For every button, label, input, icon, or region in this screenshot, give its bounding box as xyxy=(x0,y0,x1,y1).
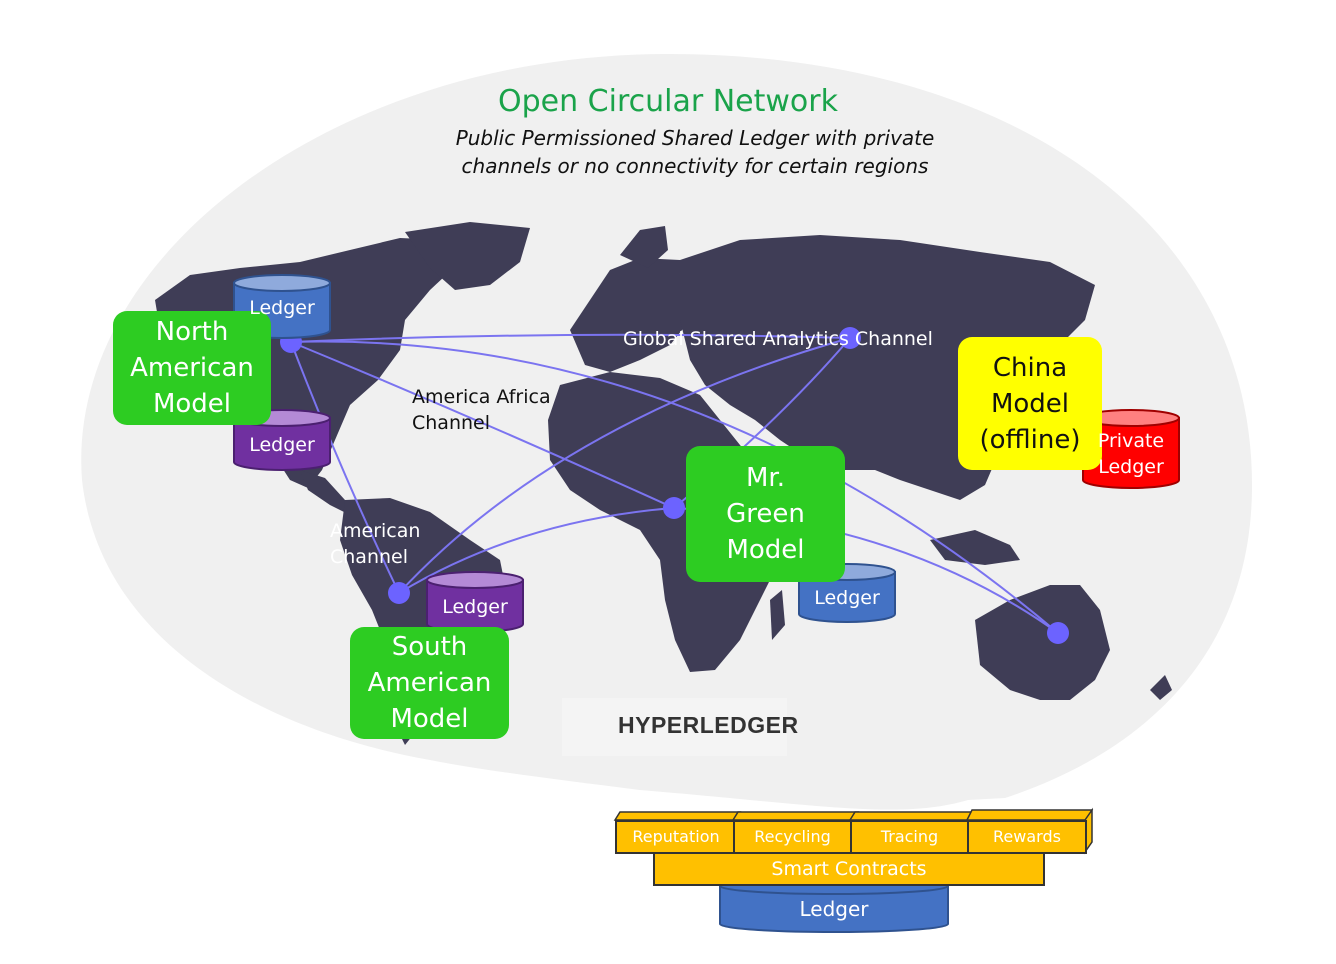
mr-green-model-line-1: Mr. xyxy=(746,463,785,493)
hyperledger-logo-box xyxy=(562,698,787,756)
ledger-africa-blue-label: Ledger xyxy=(814,587,880,609)
south-american-model-line-1: South xyxy=(391,632,468,662)
ledger-china-private-label: Private Ledger xyxy=(1083,428,1179,480)
continent-scandinavia xyxy=(620,226,668,268)
diagram-subtitle: Public Permissioned Shared Ledger with p… xyxy=(0,124,1336,180)
channel-links xyxy=(290,333,1059,634)
america-africa-channel-line-2: Channel xyxy=(412,412,491,434)
node-global xyxy=(839,327,861,349)
continent-greenland xyxy=(405,222,530,290)
stack-ledger-label: Ledger xyxy=(799,897,869,921)
subtitle-line-2: channels or no connectivity for certain … xyxy=(461,154,929,178)
america-africa-channel-label: America Africa Channel xyxy=(412,384,551,436)
continent-madagascar xyxy=(770,590,785,640)
south-american-model-box: South American Model xyxy=(350,627,509,739)
continent-north-america xyxy=(155,238,460,488)
ledger-na-blue-label: Ledger xyxy=(249,297,315,319)
north-american-model-line-3: Model xyxy=(152,389,232,419)
american-channel-label: American Channel xyxy=(330,518,420,570)
smart-contracts-block: Smart Contracts xyxy=(653,852,1045,886)
node-australia xyxy=(1047,622,1069,644)
american-channel-line-2: Channel xyxy=(330,546,409,568)
module-rewards: Rewards xyxy=(967,820,1087,854)
stack-ledger-cylinder xyxy=(719,877,949,933)
ledger-sa-purple-label: Ledger xyxy=(442,596,508,618)
module-reputation: Reputation xyxy=(615,820,737,854)
ledger-china-private-line-1: Private xyxy=(1097,430,1165,452)
module-tracing: Tracing xyxy=(850,820,969,854)
continent-indonesia xyxy=(930,530,1020,565)
link-na-africa xyxy=(290,341,675,509)
south-american-model-line-3: Model xyxy=(390,704,469,734)
mr-green-model-line-3: Model xyxy=(726,535,805,565)
subtitle-line-1: Public Permissioned Shared Ledger with p… xyxy=(455,126,935,150)
china-model-line-1: China xyxy=(992,352,1068,383)
ledger-na-purple-label: Ledger xyxy=(249,434,315,456)
north-american-model-box: North American Model xyxy=(113,311,271,425)
america-africa-channel-line-1: America Africa xyxy=(412,386,551,408)
american-channel-line-1: American xyxy=(330,520,421,542)
hyperledger-logo-text: HYPERLEDGER xyxy=(618,712,799,738)
ledger-china-private-cylinder xyxy=(1082,409,1180,489)
north-american-model-line-2: American xyxy=(130,353,254,383)
continent-europe xyxy=(570,258,700,372)
module-recycling: Recycling xyxy=(733,820,852,854)
diagram-title: Open Circular Network xyxy=(498,84,838,119)
link-na-sa xyxy=(290,341,400,594)
node-africa xyxy=(663,497,685,519)
link-sa-global xyxy=(398,337,851,594)
north-american-model-line-1: North xyxy=(155,317,229,347)
link-na-australia xyxy=(290,340,1059,634)
node-south-america xyxy=(388,582,410,604)
link-sa-africa xyxy=(398,507,675,594)
ledger-china-private-line-2: Ledger xyxy=(1098,456,1164,478)
link-na-global xyxy=(290,333,851,343)
china-model-line-2: Model xyxy=(990,388,1070,419)
continent-new-zealand xyxy=(1150,675,1172,700)
continent-australia xyxy=(975,585,1110,700)
global-channel-label: Global Shared Analytics Channel xyxy=(623,328,933,350)
south-american-model-line-2: American xyxy=(367,668,492,698)
china-model-line-3: (offline) xyxy=(979,424,1081,455)
mr-green-model-line-2: Green xyxy=(726,499,805,529)
china-model-box: China Model (offline) xyxy=(958,337,1102,470)
mr-green-model-box: Mr. Green Model xyxy=(686,446,845,582)
